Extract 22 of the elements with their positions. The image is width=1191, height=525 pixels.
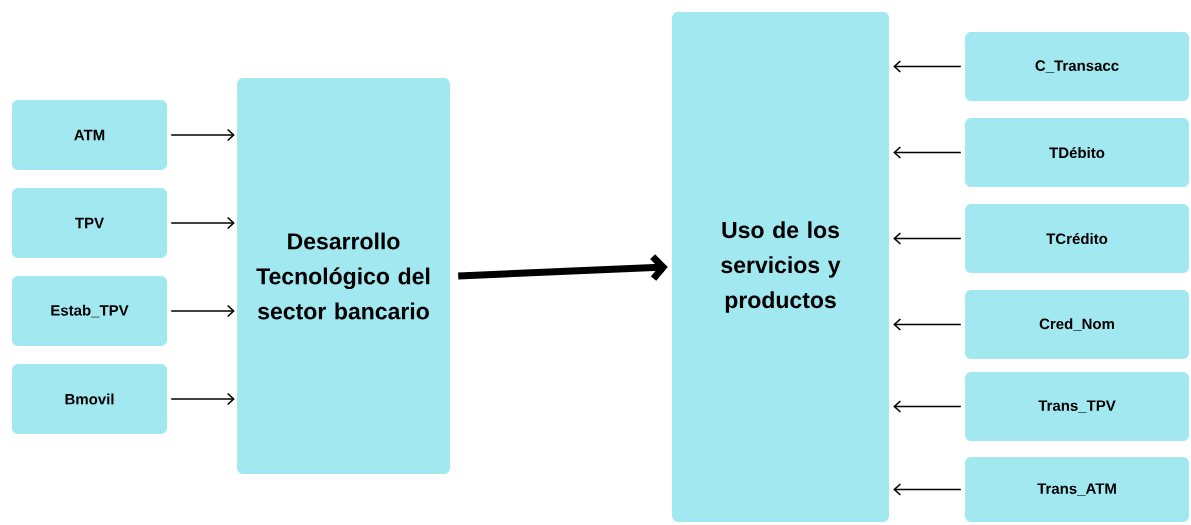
arrow [893, 60, 962, 73]
input-box: Bmovil [12, 364, 167, 434]
arrow [170, 304, 235, 318]
process-box: Desarrollo Tecnológico del sector bancario [237, 78, 450, 474]
arrow [893, 400, 962, 413]
arrow [170, 216, 235, 230]
indicator-box: Trans_ATM [965, 457, 1189, 522]
input-box: TPV [12, 188, 167, 258]
outcome-box: Uso de los servicios y productos [672, 12, 889, 522]
indicator-box: C_Transacc [965, 32, 1189, 101]
input-box: ATM [12, 100, 167, 170]
indicator-box: Cred_Nom [965, 290, 1189, 359]
arrow [893, 483, 962, 496]
arrow [170, 128, 235, 142]
arrow [893, 232, 962, 245]
indicator-box: TDébito [965, 118, 1189, 187]
arrow [893, 146, 962, 159]
input-box: Estab_TPV [12, 276, 167, 346]
indicator-box: Trans_TPV [965, 372, 1189, 441]
indicator-box: TCrédito [965, 204, 1189, 273]
arrow [893, 318, 962, 331]
arrow [170, 392, 235, 406]
